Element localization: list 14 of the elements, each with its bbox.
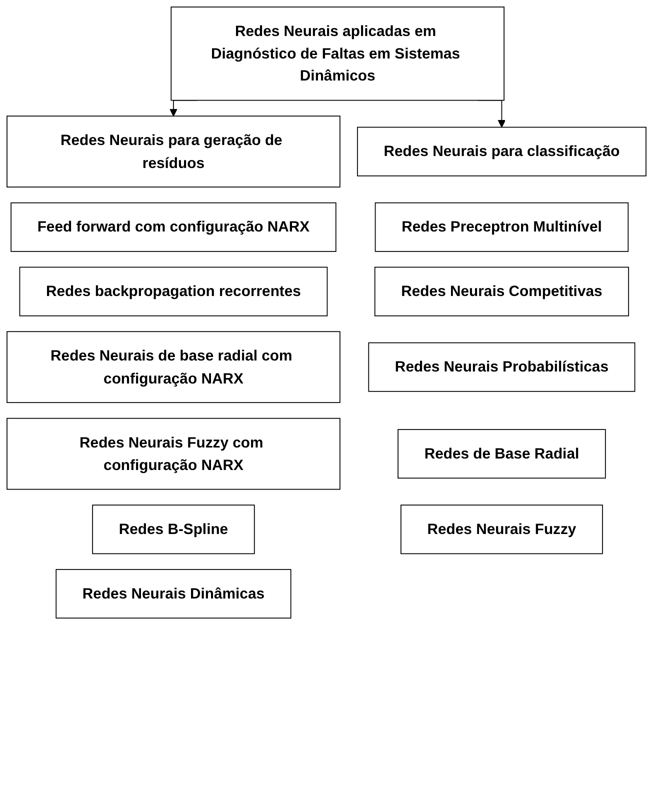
node-box: Redes Neurais aplicadas em Diagnóstico de Faltas em Sistemas Dinâmicos [170, 6, 504, 101]
node-box: Redes de Base Radial [398, 429, 606, 479]
node-box: Redes Neurais Dinâmicas [56, 569, 292, 619]
node-box: Redes Neurais Fuzzy [400, 504, 603, 554]
node-box: Redes Neurais Competitivas [374, 266, 630, 316]
node-box: Redes B-Spline [92, 504, 255, 554]
node-box: Redes Neurais para geração de resíduos [6, 116, 340, 188]
node-box: Redes backpropagation recorrentes [19, 266, 328, 316]
node-box: Feed forward com configuração NARX [10, 202, 336, 252]
node-box: Redes Neurais Fuzzy com configuração NARX [6, 418, 340, 490]
node-box: Redes Preceptron Multinível [374, 202, 629, 252]
node-box: Redes Neurais Probabilísticas [368, 342, 636, 392]
node-box: Redes Neurais de base radial com configuração NARX [6, 331, 340, 404]
node-box: Redes Neurais para classificação [357, 126, 646, 176]
